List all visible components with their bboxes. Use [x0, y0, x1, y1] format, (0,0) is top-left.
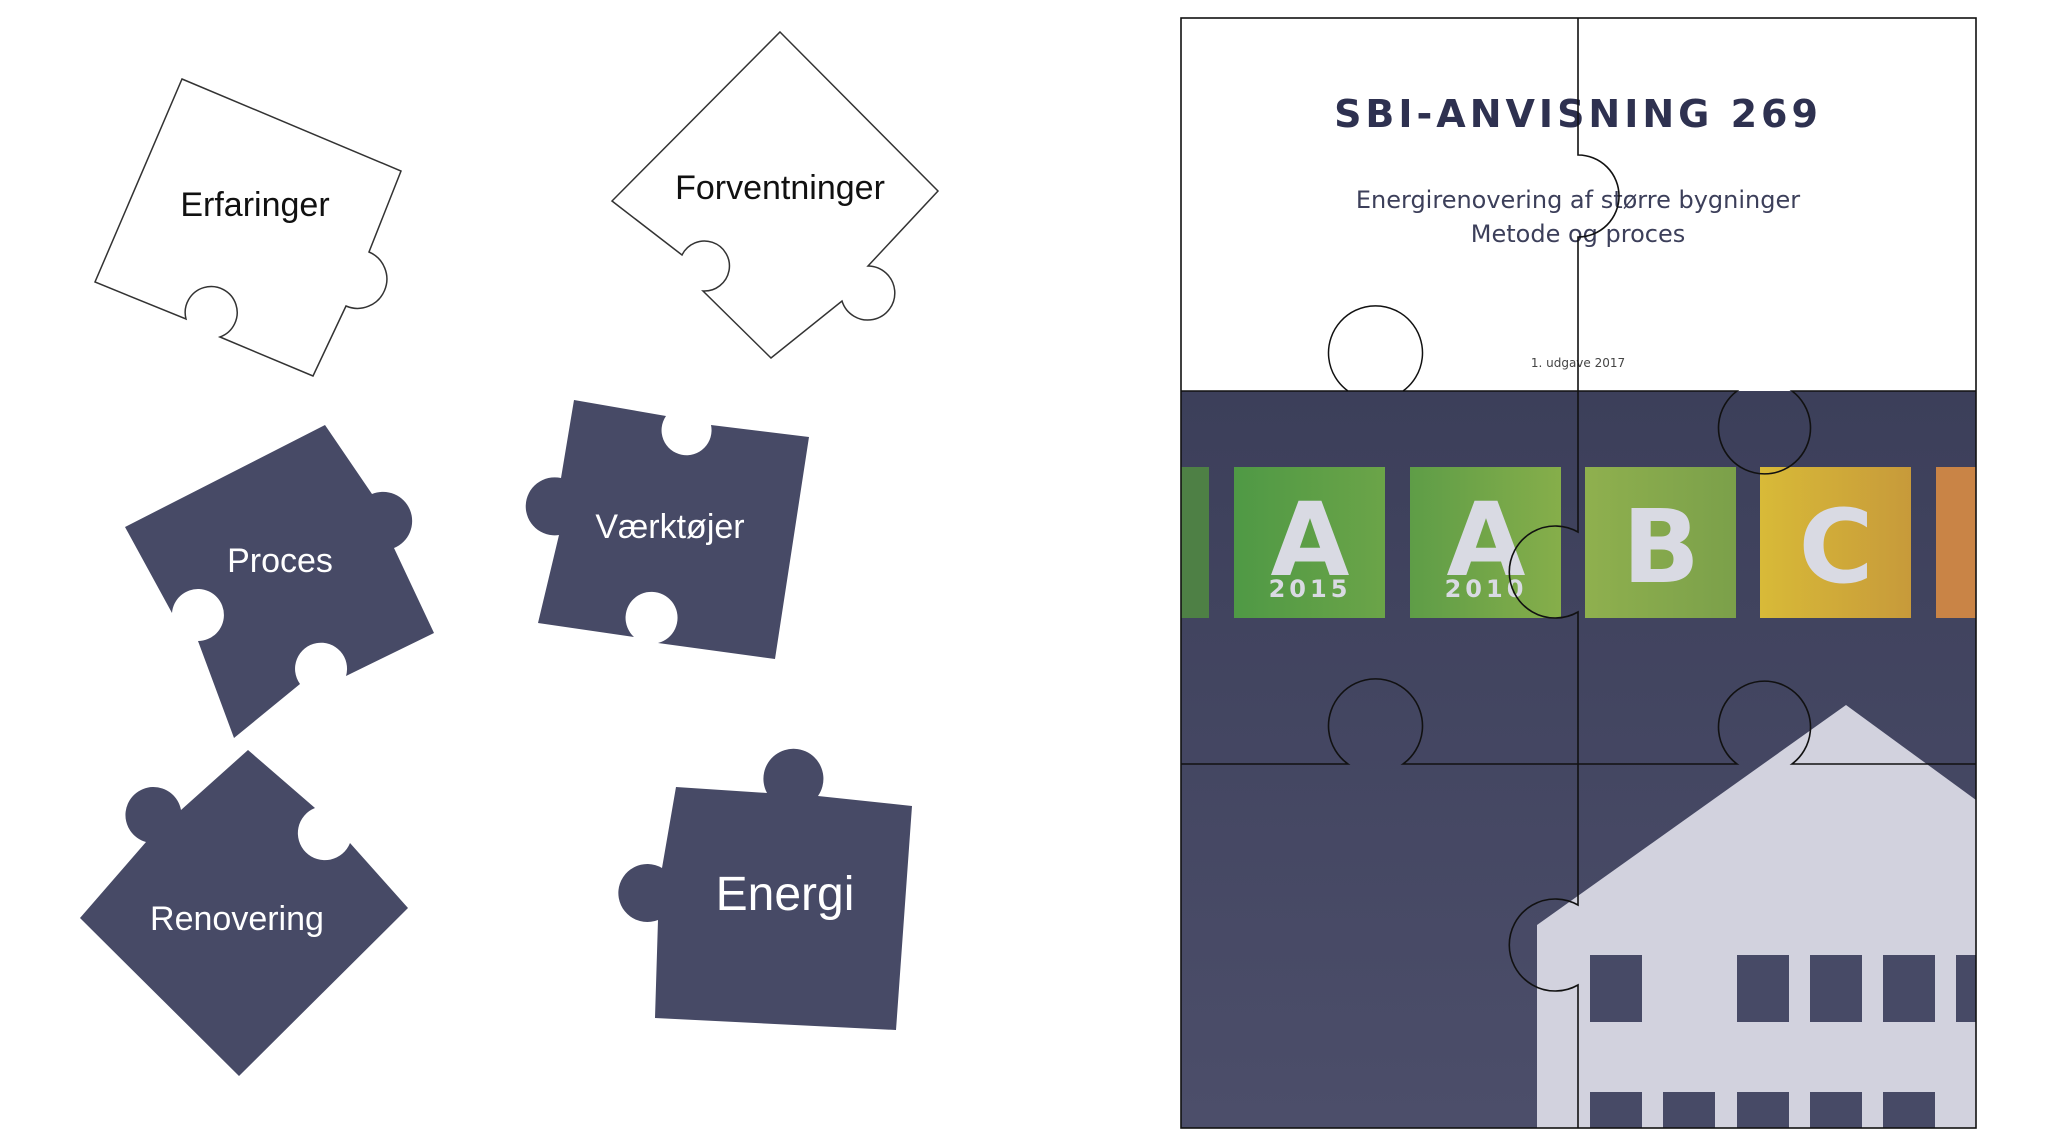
- energy-tile-letter: B: [1622, 488, 1700, 607]
- house-illustration: [1537, 705, 1976, 1128]
- energy-tile-a2010: A 2010: [1410, 467, 1561, 618]
- puzzle-piece-erfaringer: Erfaringer: [94, 78, 402, 377]
- energy-tile-a2015: A 2015: [1234, 467, 1385, 618]
- piece-label-renovering: Renovering: [150, 900, 324, 938]
- energy-tile-year: 2010: [1445, 575, 1528, 603]
- puzzle-piece-vaerktojer: Værktøjer: [525, 400, 809, 659]
- energy-tile-c: C: [1760, 467, 1911, 618]
- piece-label-erfaringer: Erfaringer: [180, 186, 329, 224]
- cover-frame: [1180, 17, 1977, 1129]
- energy-tile-letter: A: [1271, 481, 1350, 600]
- energy-label-strip: A 2015 A 2010 B C: [1181, 467, 1976, 618]
- puzzle-cut-lines: [1181, 18, 1976, 1128]
- sbi-cover-puzzle: SBI-ANVISNING 269 Energirenovering af st…: [1180, 17, 1977, 1129]
- energy-tile-letter: C: [1799, 488, 1874, 607]
- energy-tile-year: 2015: [1269, 575, 1352, 603]
- piece-label-vaerktojer: Værktøjer: [595, 508, 744, 546]
- energy-tile-edge-right: [1936, 467, 1976, 618]
- cover-title: SBI-ANVISNING 269: [1334, 92, 1822, 136]
- piece-label-forventninger: Forventninger: [675, 169, 885, 207]
- piece-label-energi: Energi: [716, 868, 855, 921]
- puzzle-piece-renovering: Renovering: [80, 750, 408, 1076]
- puzzle-piece-proces: Proces: [125, 425, 434, 738]
- cover-subtitle-line1: Energirenovering af større bygninger: [1356, 186, 1800, 214]
- puzzle-piece-forventninger: Forventninger: [610, 30, 940, 360]
- piece-label-proces: Proces: [227, 542, 333, 580]
- puzzle-piece-energi: Energi: [618, 748, 912, 1030]
- energy-tile-edge-left: [1181, 467, 1209, 618]
- energy-tile-letter: A: [1447, 481, 1526, 600]
- energy-tile-b: B: [1585, 467, 1736, 618]
